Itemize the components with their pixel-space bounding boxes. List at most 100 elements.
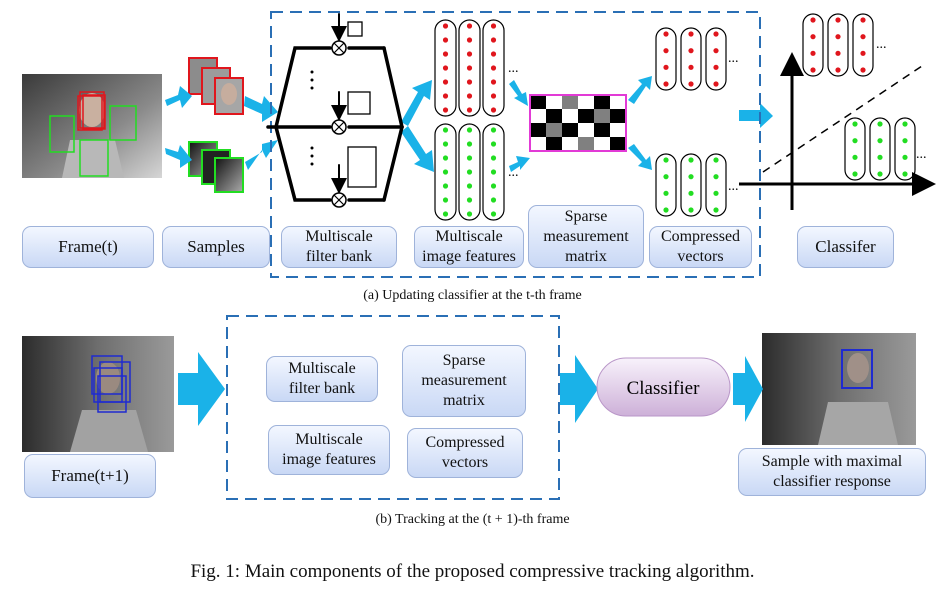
classifier-sample-negative-dot xyxy=(852,121,858,127)
matrix-cell xyxy=(610,137,626,151)
flow-arrows-b xyxy=(178,352,763,426)
positive-sample-boxes xyxy=(77,91,106,131)
arrow-module-to-classifier xyxy=(560,355,598,423)
feature-vector-negative-dot xyxy=(490,127,497,133)
frame-t-image xyxy=(22,74,162,178)
samples-label: Samples xyxy=(162,226,270,268)
feature-vector-positive-dot xyxy=(490,93,497,99)
matrix-cell xyxy=(562,109,578,123)
feature-vector-negative-dot xyxy=(442,127,449,133)
dashed-region-a xyxy=(270,11,761,278)
multiplier-crosses xyxy=(333,42,345,206)
compressed-vectors-label: Compressed vectors xyxy=(649,226,752,268)
feature-vector-positive-dot xyxy=(442,65,449,71)
compressed-vector-negative-dot xyxy=(688,190,694,196)
feature-vector-positive-dot xyxy=(442,51,449,57)
ellipsis-neg-features: ... xyxy=(508,165,519,180)
compressed-vector-positive xyxy=(680,27,702,91)
compressed-vector-positive xyxy=(655,27,677,91)
matrix-cell xyxy=(594,137,610,151)
matrix-cell xyxy=(562,95,578,109)
feature-vector-positive xyxy=(458,19,481,117)
matrix-cell xyxy=(546,123,562,137)
candidate-boxes xyxy=(91,355,131,413)
compressed-vector-positive xyxy=(705,27,727,91)
feature-vector-negative-dot xyxy=(442,155,449,161)
classifier-sample-negative-dot xyxy=(902,171,908,177)
compressed-vector-negative-dot xyxy=(688,157,694,163)
feature-vector-negative-dot xyxy=(466,169,473,175)
ellipsis-class-neg: ... xyxy=(916,147,927,162)
compressed-vector-negative xyxy=(655,153,677,217)
matrix-cell xyxy=(594,109,610,123)
classifier-sample-positive-dot xyxy=(835,17,841,23)
feature-vector-negative-dot xyxy=(466,197,473,203)
feature-vector-positive-dot xyxy=(442,93,449,99)
classifier-sample-negative xyxy=(894,117,916,181)
matrix-cell xyxy=(530,109,546,123)
filter-bank-label: Multiscale filter bank xyxy=(281,226,397,268)
classifier-sample-negative-dot xyxy=(852,138,858,144)
arrow-pos-to-bank xyxy=(244,96,278,122)
arrow-frame-to-module xyxy=(178,352,225,426)
feature-vector-negative-dot xyxy=(490,183,497,189)
arrow-frame-to-neg xyxy=(165,145,192,168)
compressed-vector-negative-dot xyxy=(663,157,669,163)
classifier-sample-positive-dot xyxy=(860,50,866,56)
feature-vector-negative-dot xyxy=(466,155,473,161)
arrow-bank-to-neg-feat xyxy=(401,126,434,172)
compressed-vector-positive-dot xyxy=(688,31,694,37)
frame-t1-image xyxy=(22,336,174,452)
matrix-cell xyxy=(530,137,546,151)
best-sample-box xyxy=(841,349,873,389)
classifier-sample-negative-dot xyxy=(877,154,883,160)
matrix-cell xyxy=(562,123,578,137)
feature-vector-positive-dot xyxy=(442,79,449,85)
matrix-cell xyxy=(594,123,610,137)
compressed-vector-negative-dot xyxy=(713,190,719,196)
feature-vector-negative-dot xyxy=(490,141,497,147)
positive-sample-patches xyxy=(188,57,244,115)
frame-t-label: Frame(t) xyxy=(22,226,154,268)
matrix-cell xyxy=(546,95,562,109)
matrix-cell xyxy=(562,137,578,151)
feature-vector-positive-dot xyxy=(466,65,473,71)
classifier-sample-negative-dot xyxy=(902,154,908,160)
feature-vector-positive-dot xyxy=(490,23,497,29)
feature-vector-positive xyxy=(434,19,457,117)
compressed-vector-negative-dot xyxy=(713,207,719,213)
classifier-pill xyxy=(596,357,731,417)
classifier-sample-positive-dot xyxy=(835,67,841,73)
image-features-label: Multiscale image features xyxy=(414,226,524,268)
matrix-cell xyxy=(578,95,594,109)
measurement-matrix-label: Sparse measurement matrix xyxy=(528,205,644,268)
feature-vector-negative-dot xyxy=(490,197,497,203)
arrow-classifier-to-result xyxy=(733,356,763,422)
sparse-measurement-matrix xyxy=(529,94,627,152)
feature-vector-positive-dot xyxy=(466,93,473,99)
feature-vector-positive-dot xyxy=(466,23,473,29)
feature-vector-positive-dot xyxy=(490,79,497,85)
classifier-sample-negative-dot xyxy=(877,171,883,177)
compressed-vector-positive-dot xyxy=(663,64,669,70)
compressed-vector-positive-dot xyxy=(663,48,669,54)
feature-vector-negative-dot xyxy=(490,211,497,217)
caption-a: (a) Updating classifier at the t-th fram… xyxy=(363,288,582,303)
matrix-cell xyxy=(610,109,626,123)
b-filter-bank-label: Multiscale filter bank xyxy=(266,356,378,402)
classifier-sample-positive xyxy=(852,13,874,77)
ellipsis-marks: ... ... ... ... ... ... xyxy=(508,37,927,194)
classifier-sample-positive xyxy=(802,13,824,77)
compressed-vector-negative-dot xyxy=(713,174,719,180)
classifier-sample-negative-dot xyxy=(877,121,883,127)
arrow-to-classifier xyxy=(739,103,773,128)
feature-vector-negative-dot xyxy=(442,141,449,147)
compressed-vector-positive-dot xyxy=(713,81,719,87)
feature-vector-positive-dot xyxy=(466,37,473,43)
matrix-cell xyxy=(610,95,626,109)
matrix-cell xyxy=(578,137,594,151)
decision-boundary xyxy=(762,63,926,173)
compressed-vector-negative-dot xyxy=(663,207,669,213)
compressed-vector-negative-dot xyxy=(663,190,669,196)
feature-vector-negative-dot xyxy=(490,169,497,175)
